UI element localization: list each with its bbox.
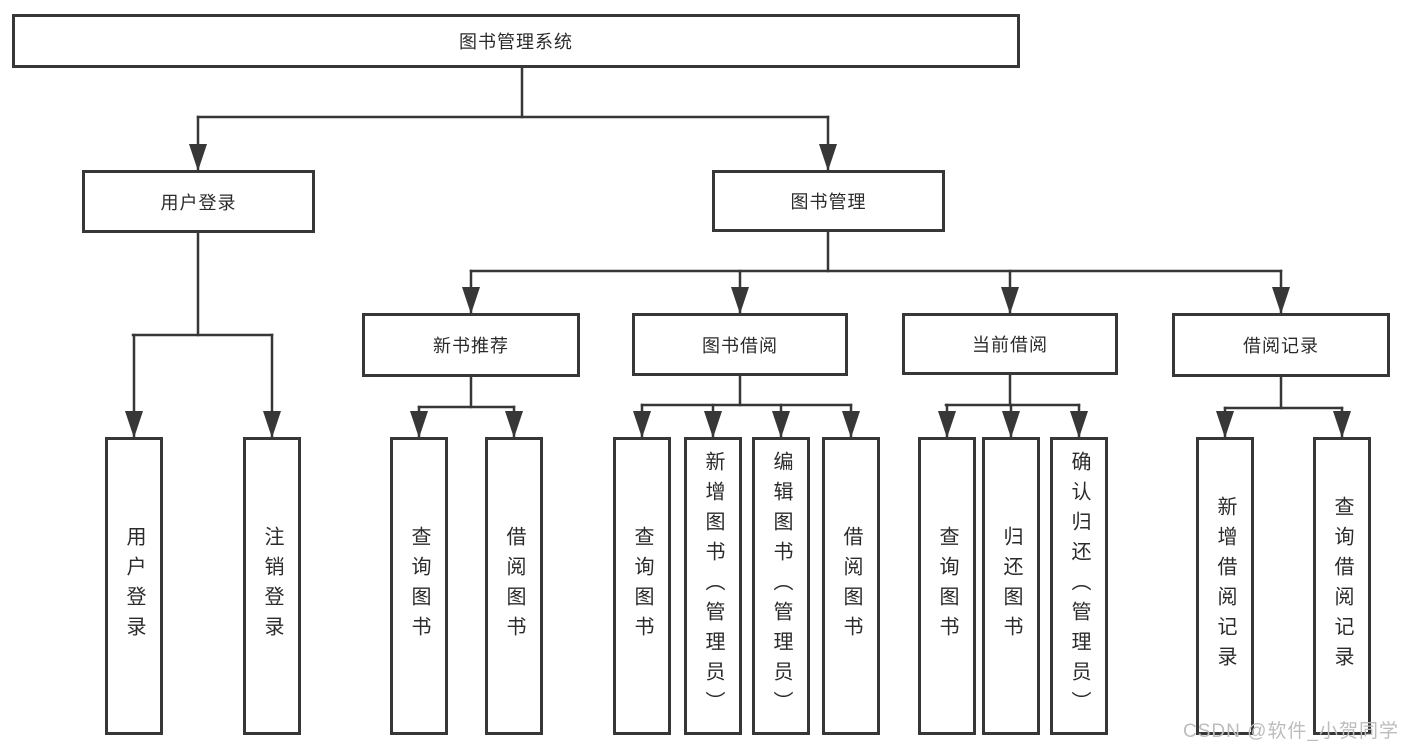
node-user-login: 用户登录 — [82, 170, 315, 233]
leaf-edit-book-admin: 编辑图书（管理员） — [752, 437, 810, 735]
leaf-label: 借阅图书 — [840, 526, 862, 646]
leaf-label: 编辑图书（管理员） — [770, 451, 792, 721]
node-label: 图书管理系统 — [459, 32, 573, 52]
leaf-label: 查询图书 — [631, 526, 653, 646]
leaf-borrow-book-1: 借阅图书 — [485, 437, 543, 735]
leaf-label: 查询借阅记录 — [1331, 496, 1353, 676]
csdn-watermark: CSDN @软件_小贺同学 — [1183, 721, 1399, 742]
node-label: 新书推荐 — [433, 336, 509, 356]
node-borrow-record: 借阅记录 — [1172, 313, 1390, 377]
leaf-logout: 注销登录 — [243, 437, 301, 735]
leaf-label: 新增借阅记录 — [1214, 496, 1236, 676]
leaf-user-login: 用户登录 — [105, 437, 163, 735]
leaf-label: 归还图书 — [1000, 526, 1022, 646]
node-current-borrow: 当前借阅 — [902, 313, 1118, 375]
leaf-add-book-admin: 新增图书（管理员） — [684, 437, 742, 735]
leaf-borrow-book-2: 借阅图书 — [822, 437, 880, 735]
leaf-query-book-2: 查询图书 — [613, 437, 671, 735]
node-book-borrow: 图书借阅 — [632, 313, 848, 376]
leaf-query-book-3: 查询图书 — [918, 437, 976, 735]
node-label: 当前借阅 — [972, 335, 1048, 355]
leaf-label: 确认归还（管理员） — [1068, 451, 1090, 721]
node-label: 图书管理 — [790, 192, 867, 212]
node-label: 用户登录 — [160, 192, 237, 213]
node-label: 借阅记录 — [1243, 336, 1319, 356]
node-new-book-recommend: 新书推荐 — [362, 313, 580, 377]
leaf-confirm-return-admin: 确认归还（管理员） — [1050, 437, 1108, 735]
leaf-label: 新增图书（管理员） — [702, 451, 724, 721]
node-label: 图书借阅 — [702, 335, 778, 356]
leaf-label: 用户登录 — [123, 526, 145, 646]
leaf-label: 查询图书 — [408, 526, 430, 646]
leaf-query-book-1: 查询图书 — [390, 437, 448, 735]
node-book-management: 图书管理 — [712, 170, 945, 232]
leaf-add-borrow-record: 新增借阅记录 — [1196, 437, 1254, 735]
leaf-query-borrow-record: 查询借阅记录 — [1313, 437, 1371, 735]
leaf-label: 借阅图书 — [503, 526, 525, 646]
leaf-return-book: 归还图书 — [982, 437, 1040, 735]
leaf-label: 查询图书 — [936, 526, 958, 646]
leaf-label: 注销登录 — [261, 526, 283, 646]
node-library-management-system: 图书管理系统 — [12, 14, 1020, 68]
